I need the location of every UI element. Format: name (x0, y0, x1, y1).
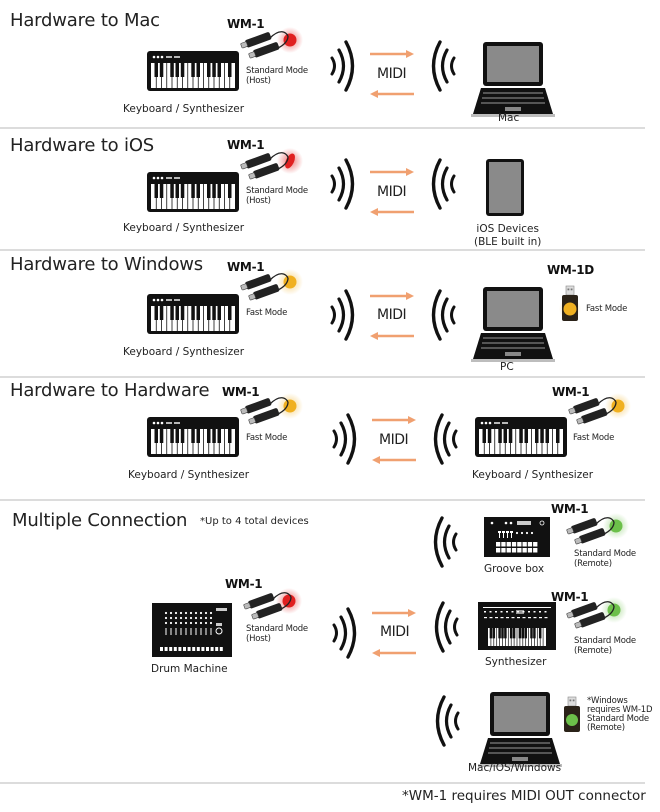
keyboard-icon (474, 416, 568, 458)
footer-divider (0, 782, 645, 784)
keyboard-icon (146, 50, 240, 92)
led-indicator-icon (566, 714, 578, 726)
led-indicator-icon (283, 399, 297, 413)
midi-label: MIDI (377, 66, 407, 82)
wm1-label: WM-1 (227, 138, 265, 152)
groove-box-icon (484, 517, 550, 557)
device-label: Drum Machine (151, 663, 228, 675)
wireless-waves-icon (433, 516, 458, 568)
mode-label: Standard Mode(Host) (246, 186, 308, 206)
wm1-adapter-icon (239, 27, 303, 61)
wm1d-dongle-icon (563, 696, 581, 733)
section-title-ios: Hardware to iOS (10, 135, 155, 156)
drum-machine-icon (152, 603, 232, 657)
wireless-waves-icon (433, 413, 458, 465)
wm1d-label: WM-1D (547, 263, 594, 277)
section-title-mac: Hardware to Mac (10, 10, 160, 31)
wm1-label: WM-1 (551, 590, 589, 604)
mac-laptop-icon (471, 42, 555, 117)
wm1-label: WM-1 (227, 260, 265, 274)
keyboard-icon (146, 416, 240, 458)
device-label: Groove box (484, 563, 545, 575)
device-label: Mac/iOS/Windows (468, 762, 562, 774)
led-indicator-icon (563, 302, 577, 316)
synthesizer-icon (478, 602, 556, 650)
device-label: Keyboard / Synthesizer (123, 222, 245, 234)
mode-label: Standard Mode(Remote) (574, 549, 636, 569)
section-title-multiple: Multiple Connection (12, 510, 188, 531)
device-label: PC (500, 361, 514, 373)
wireless-waves-icon (435, 695, 460, 747)
wm1-label: WM-1 (551, 502, 589, 516)
section-divider (0, 376, 645, 378)
pc-laptop-icon (471, 287, 555, 362)
midi-label: MIDI (377, 184, 407, 200)
midi-label: MIDI (380, 624, 410, 640)
wm1-adapter-icon (565, 513, 629, 547)
device-label: iOS Devices(BLE built in) (474, 223, 542, 248)
wm1-label: WM-1 (225, 577, 263, 591)
mode-label: Fast Mode (586, 304, 628, 314)
wm1-adapter-icon (239, 393, 303, 427)
led-indicator-icon (282, 594, 296, 608)
mode-label: Standard Mode(Host) (246, 624, 308, 644)
wireless-waves-icon (330, 40, 355, 92)
wm1-adapter-icon (242, 588, 302, 622)
mode-label: Fast Mode (246, 433, 288, 443)
ios-device-icon (486, 159, 524, 216)
device-label: Synthesizer (485, 656, 547, 668)
wm1-adapter-icon (239, 148, 303, 182)
led-indicator-icon (283, 33, 297, 47)
device-label: Keyboard / Synthesizer (123, 346, 245, 358)
footer-note: *WM-1 requires MIDI OUT connector (402, 788, 646, 804)
midi-label: MIDI (377, 307, 407, 323)
device-label: Mac (498, 112, 520, 124)
wireless-waves-icon (330, 289, 355, 341)
led-indicator-icon (611, 399, 625, 413)
led-indicator-icon (609, 519, 623, 533)
device-label: Keyboard / Synthesizer (472, 469, 594, 481)
mode-label: Standard Mode(Remote) (574, 636, 636, 656)
wm1d-dongle-icon (559, 285, 581, 322)
wireless-waves-icon (431, 158, 456, 210)
max-devices-note: *Up to 4 total devices (200, 516, 309, 527)
section-divider (0, 127, 645, 129)
keyboard-icon (146, 171, 240, 213)
wireless-waves-icon (332, 413, 357, 465)
wireless-waves-icon (431, 289, 456, 341)
keyboard-icon (146, 293, 240, 335)
section-divider (0, 499, 645, 501)
mode-label: Fast Mode (246, 308, 288, 318)
wm1-adapter-icon (567, 393, 631, 427)
section-title-hardware: Hardware to Hardware (10, 380, 210, 401)
section-title-windows: Hardware to Windows (10, 254, 203, 275)
wireless-waves-icon (332, 607, 357, 659)
wireless-waves-icon (330, 158, 355, 210)
wm1-label: WM-1 (227, 17, 265, 31)
mode-label: Standard Mode(Host) (246, 66, 308, 86)
wm1-adapter-icon (239, 269, 303, 303)
windows-dongle-note: *Windows requires WM-1D Standard Mode (R… (587, 696, 653, 733)
midi-label: MIDI (379, 432, 409, 448)
device-label: Keyboard / Synthesizer (123, 103, 245, 115)
wireless-waves-icon (431, 40, 456, 92)
mode-label: Fast Mode (573, 433, 615, 443)
section-divider (0, 249, 645, 251)
led-indicator-icon (283, 275, 297, 289)
wm1-adapter-icon (565, 597, 627, 631)
computer-laptop-icon (478, 692, 562, 767)
wm1-label: WM-1 (552, 385, 590, 399)
wireless-waves-icon (434, 601, 459, 653)
device-label: Keyboard / Synthesizer (128, 469, 250, 481)
wm1-label: WM-1 (222, 385, 260, 399)
